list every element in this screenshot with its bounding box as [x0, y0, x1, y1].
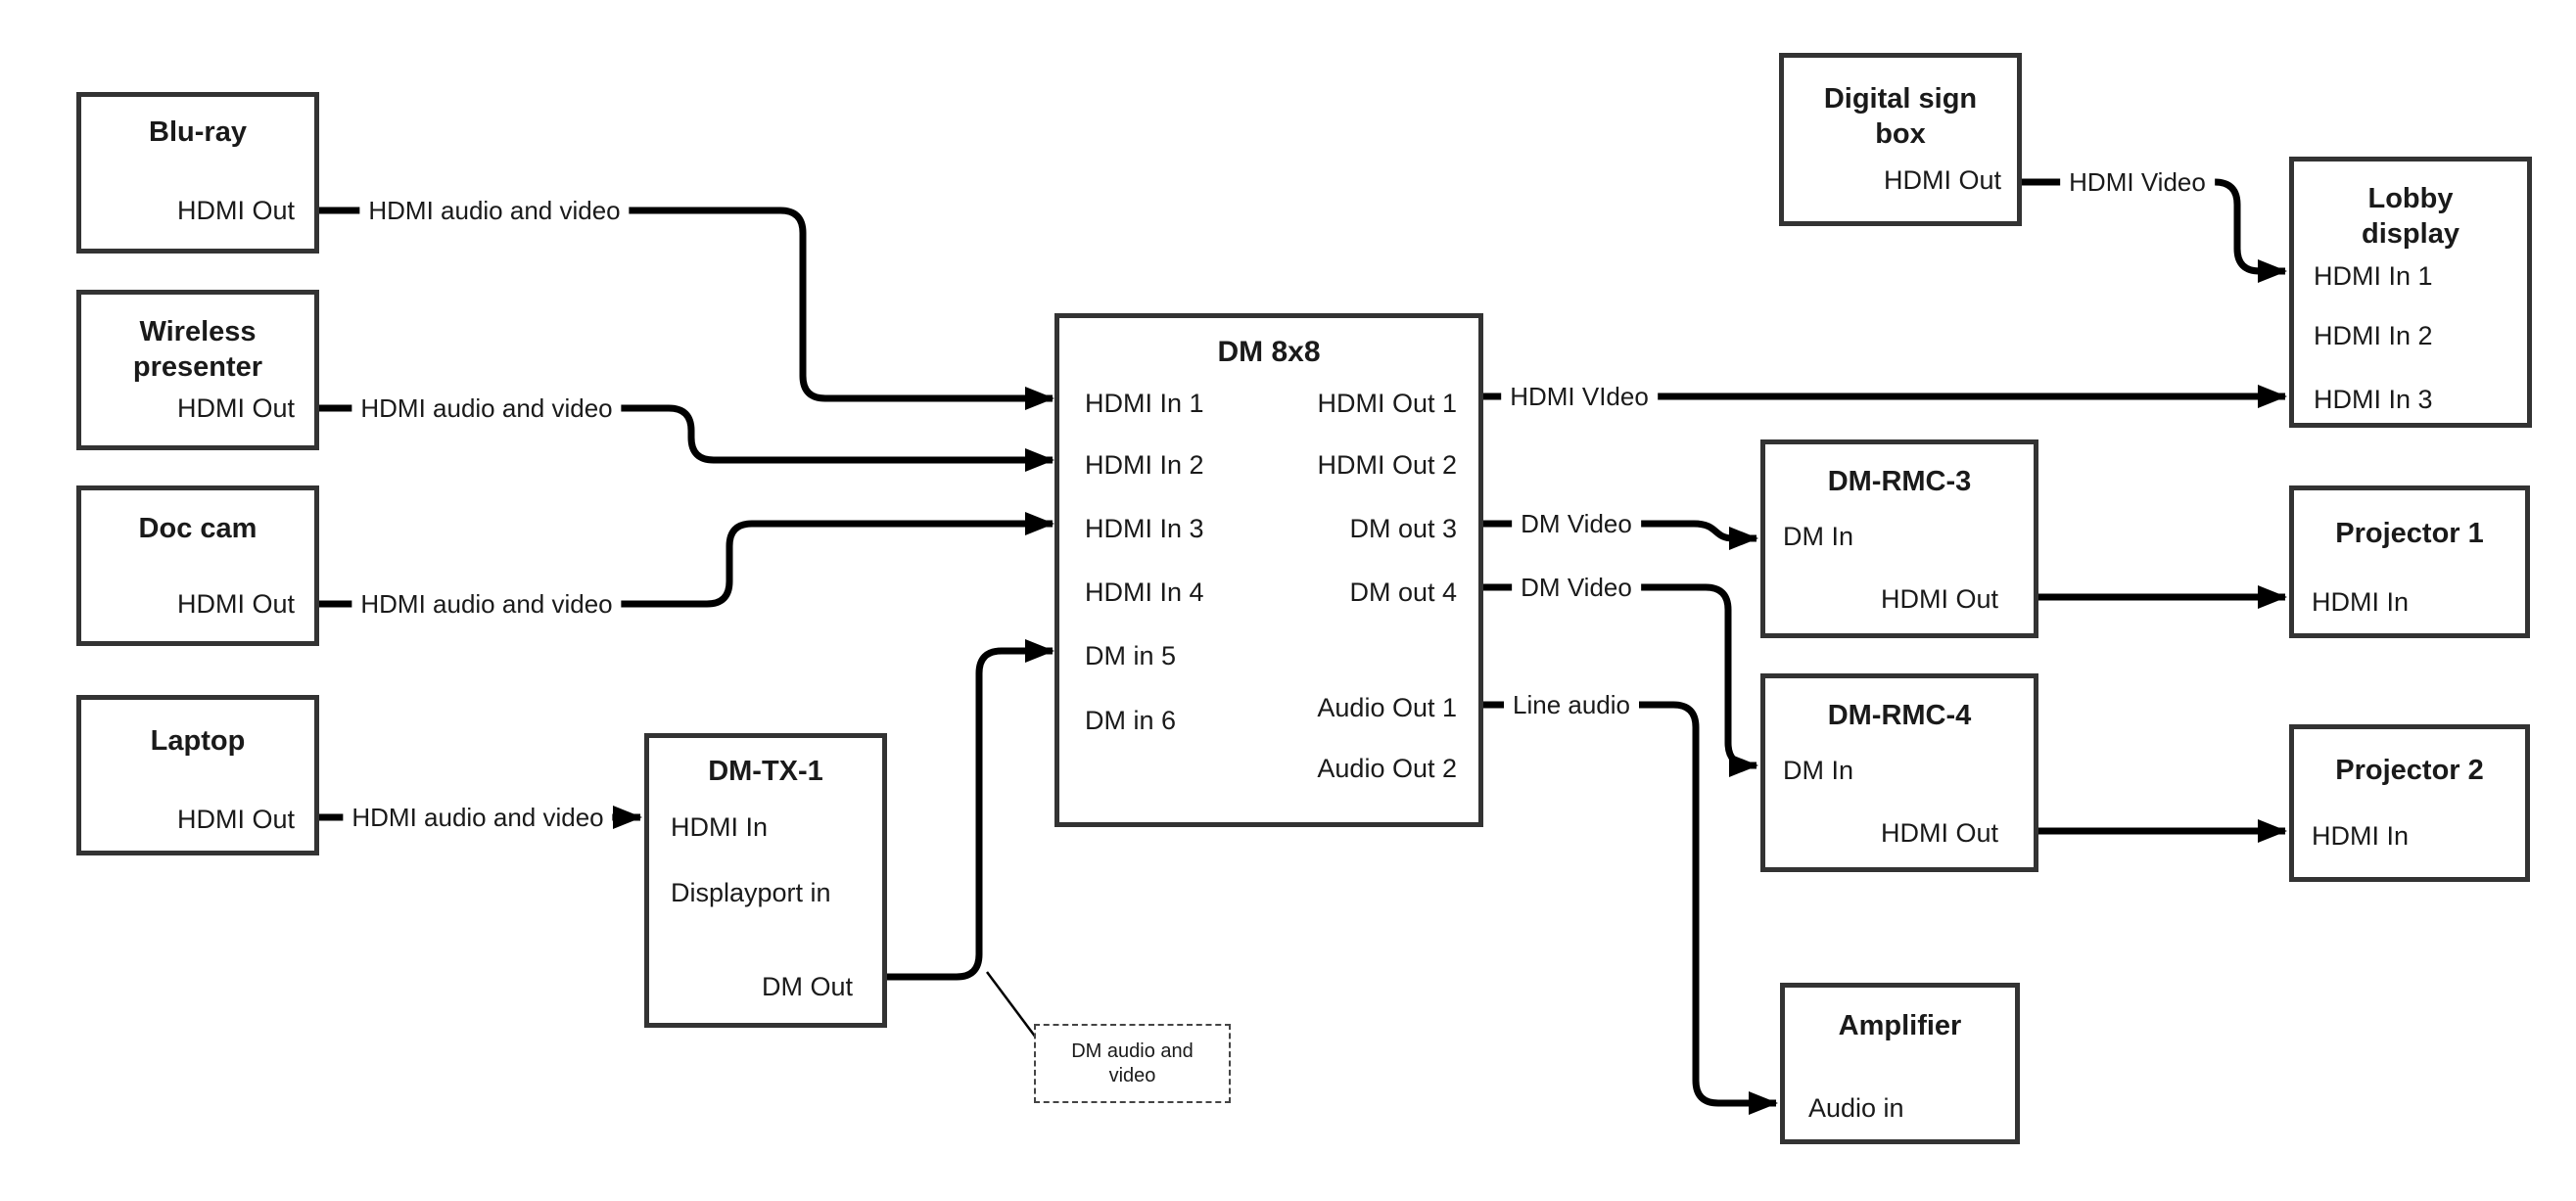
port-dm-in: DM In [1783, 522, 1854, 551]
node-projector-2: Projector 2 HDMI In [2289, 724, 2530, 882]
wire-digitalsign-to-lobby-in1 [2021, 178, 2287, 283]
port-dm-out: DM Out [761, 972, 853, 1001]
node-amplifier: Amplifier Audio in [1780, 983, 2020, 1144]
wire-label-bluray: HDMI audio and video [359, 195, 630, 226]
port-hdmi-in: HDMI In [671, 812, 769, 842]
node-lobby-display: Lobby display HDMI In 1 HDMI In 2 HDMI I… [2289, 157, 2532, 428]
node-title: Doc cam [138, 513, 258, 544]
port-audio-out-1: Audio Out 1 [1317, 693, 1457, 722]
node-dm-8x8: DM 8x8 HDMI In 1 HDMI In 2 HDMI In 3 HDM… [1054, 313, 1483, 827]
port-hdmi-out: HDMI Out [176, 805, 295, 834]
port-hdmi-out: HDMI Out [1883, 165, 2001, 195]
node-title: DM-RMC-4 [1827, 700, 1972, 731]
node-title: DM-RMC-3 [1827, 466, 1972, 497]
port-hdmi-in: HDMI In [2312, 821, 2410, 851]
node-title: Digital sign box [1823, 83, 1978, 150]
node-blu-ray: Blu-ray HDMI Out [76, 92, 319, 254]
node-laptop: Laptop HDMI Out [76, 695, 319, 855]
port-dm-out-4: DM out 4 [1349, 577, 1457, 607]
node-dm-rmc-3: DM-RMC-3 DM In HDMI Out [1760, 439, 2038, 638]
port-audio-out-2: Audio Out 2 [1317, 754, 1457, 783]
port-hdmi-out: HDMI Out [1880, 818, 1998, 848]
wire-dm8x8-out4-to-rmc4 [1481, 583, 1758, 777]
note-dm-audio-and-video: DM audio and video [1034, 1024, 1231, 1103]
node-dm-tx-1: DM-TX-1 HDMI In Displayport in DM Out [644, 733, 887, 1028]
port-hdmi-out-1: HDMI Out 1 [1317, 389, 1457, 418]
port-hdmi-in: HDMI In [2312, 587, 2410, 617]
port-dm-in-5: DM in 5 [1085, 641, 1177, 670]
node-wireless-presenter: Wireless presenter HDMI Out [76, 290, 319, 450]
node-title: DM 8x8 [1217, 336, 1321, 368]
node-dm-rmc-4: DM-RMC-4 DM In HDMI Out [1760, 673, 2038, 872]
node-title: DM-TX-1 [708, 756, 823, 787]
port-hdmi-in-1: HDMI In 1 [2314, 261, 2433, 291]
wire-dmtx1-to-dm8x8-in5 [885, 639, 1054, 981]
port-audio-in: Audio in [1808, 1093, 1904, 1123]
node-doc-cam: Doc cam HDMI Out [76, 485, 319, 646]
port-dm-in-6: DM in 6 [1085, 706, 1177, 735]
port-hdmi-in-1: HDMI In 1 [1085, 389, 1204, 418]
port-hdmi-out: HDMI Out [176, 589, 295, 619]
wire-wireless-to-dm8x8-in2 [317, 404, 1054, 472]
node-title: Projector 2 [2335, 755, 2484, 786]
note-callout-line [985, 971, 1038, 1039]
node-title: Projector 1 [2335, 518, 2484, 549]
wire-doccam-to-dm8x8-in3 [317, 512, 1054, 608]
node-title: Laptop [150, 725, 246, 757]
wire-label-wireless: HDMI audio and video [351, 393, 622, 424]
port-hdmi-in-4: HDMI In 4 [1085, 577, 1204, 607]
node-title: Wireless presenter [132, 316, 263, 383]
node-projector-1: Projector 1 HDMI In [2289, 485, 2530, 638]
port-hdmi-in-3: HDMI In 3 [1085, 514, 1204, 543]
port-hdmi-out: HDMI Out [176, 393, 295, 423]
node-title: Lobby display [2362, 183, 2459, 250]
port-displayport-in: Displayport in [671, 878, 831, 907]
wire-label-hdmi-video-out1: HDMI VIdeo [1501, 381, 1658, 412]
port-hdmi-out: HDMI Out [1880, 584, 1998, 614]
port-hdmi-in-3: HDMI In 3 [2314, 385, 2433, 414]
wire-bluray-to-dm8x8-in1 [317, 207, 1054, 410]
wire-label-line-audio: Line audio [1504, 689, 1639, 720]
wire-dm8x8-out3-to-rmc3 [1481, 520, 1758, 550]
node-digital-sign-box: Digital sign box HDMI Out [1779, 53, 2022, 226]
wire-label-dm-video-4: DM Video [1512, 572, 1641, 603]
port-hdmi-out-2: HDMI Out 2 [1317, 450, 1457, 480]
wire-label-hdmi-video-sign: HDMI Video [2060, 166, 2215, 198]
wire-label-dm-video-3: DM Video [1512, 508, 1641, 539]
wire-dm8x8-audio1-to-amplifier [1481, 701, 1778, 1115]
port-hdmi-in-2: HDMI In 2 [2314, 321, 2433, 350]
port-hdmi-out: HDMI Out [176, 196, 295, 225]
wire-label-laptop: HDMI audio and video [343, 802, 613, 833]
node-title: Blu-ray [149, 116, 247, 148]
wire-label-doccam: HDMI audio and video [351, 588, 622, 620]
node-title: Amplifier [1838, 1010, 1962, 1041]
port-dm-in: DM In [1783, 756, 1854, 785]
port-hdmi-in-2: HDMI In 2 [1085, 450, 1204, 480]
port-dm-out-3: DM out 3 [1349, 514, 1457, 543]
